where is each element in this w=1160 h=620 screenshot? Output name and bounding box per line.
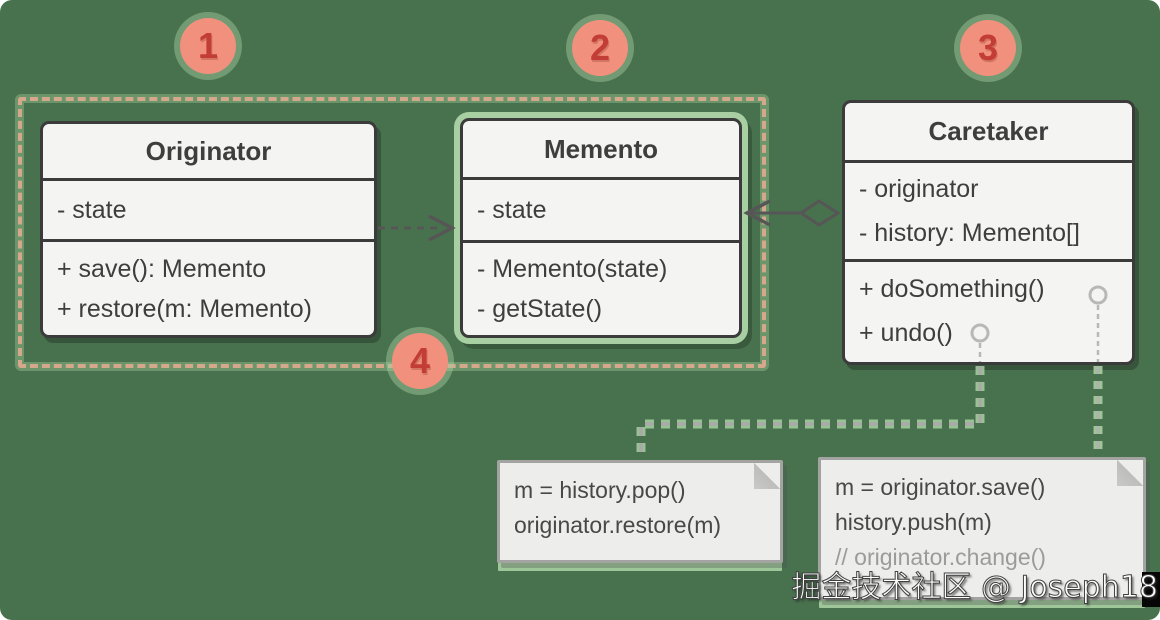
class-methods: + doSomething() + undo() <box>845 259 1132 359</box>
class-box-originator: Originator - state + save(): Memento + r… <box>40 121 377 338</box>
note-line: history.push(m) <box>835 509 992 535</box>
method-line: + doSomething() <box>859 274 1045 303</box>
aggregation-diamond-icon <box>798 199 841 227</box>
note-line-comment: // originator.change() <box>835 544 1046 570</box>
class-attributes: - originator - history: Memento[] <box>845 160 1132 259</box>
note-connector-undo <box>639 366 982 456</box>
step-badge-3: 3 <box>960 20 1016 76</box>
note-connector-glow <box>636 366 985 456</box>
class-attributes: - state <box>43 178 374 239</box>
note-dosomething-pseudocode: m = originator.save() history.push(m) //… <box>818 457 1146 600</box>
method-line: + save(): Memento <box>57 254 267 283</box>
class-title: Caretaker <box>928 116 1049 146</box>
note-line: m = history.pop() <box>514 477 686 503</box>
watermark-block <box>1142 572 1160 607</box>
class-box-caretaker: Caretaker - originator - history: Mement… <box>842 100 1135 365</box>
step-badge-1: 1 <box>180 18 236 74</box>
method-line: + restore(m: Memento) <box>57 294 312 323</box>
note-line: m = originator.save() <box>835 474 1046 500</box>
method-line: + undo() <box>859 318 953 347</box>
attribute-line: - state <box>57 196 127 224</box>
note-undo-pseudocode: m = history.pop() originator.restore(m) <box>497 460 783 563</box>
class-title: Originator <box>145 135 272 166</box>
folded-corner-icon <box>754 463 780 489</box>
class-methods: - Memento(state) - getState() <box>463 240 739 335</box>
note-line: originator.restore(m) <box>514 512 722 538</box>
class-attributes: - state <box>463 177 739 240</box>
attribute-line: - state <box>477 196 547 224</box>
watermark-text: 掘金技术社区 @ Joseph18 <box>791 570 1159 606</box>
method-line: - getState() <box>477 295 603 323</box>
folded-corner-icon <box>1117 460 1143 486</box>
step-badge-2: 2 <box>572 20 628 76</box>
class-methods: + save(): Memento + restore(m: Memento) <box>43 239 374 335</box>
attribute-line: - history: Memento[] <box>859 219 1080 247</box>
class-box-memento: Memento - state - Memento(state) - getSt… <box>460 118 742 338</box>
class-title: Memento <box>543 133 659 164</box>
attribute-line: - originator <box>859 175 979 203</box>
step-badge-4: 4 <box>392 333 448 389</box>
method-line: - Memento(state) <box>477 255 668 283</box>
